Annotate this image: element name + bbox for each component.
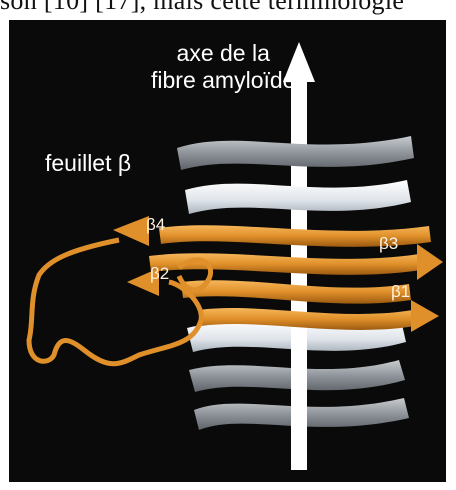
strand-label-b4: β4 <box>146 215 165 235</box>
fibril-axis-label-line2: fibre amyloïde <box>151 67 295 94</box>
fibril-axis-label-line1: axe de la <box>151 40 295 67</box>
beta-sheet-label: feuillet β <box>45 150 131 177</box>
beta-strand-3-arrowhead <box>417 244 443 280</box>
beta-strand-3 <box>149 253 421 275</box>
amyloid-fibril-figure: axe de la fibre amyloïde feuillet β β4 β… <box>9 20 446 482</box>
fibril-axis-label: axe de la fibre amyloïde <box>151 40 295 94</box>
strand-label-b3: β3 <box>379 234 398 254</box>
strand-label-b2: β2 <box>150 264 169 284</box>
beta-strand-1-arrowhead <box>411 300 439 332</box>
page-top-text: son [10] [17], mais cette terminologie <box>0 0 456 16</box>
strand-label-b1: β1 <box>391 282 410 302</box>
